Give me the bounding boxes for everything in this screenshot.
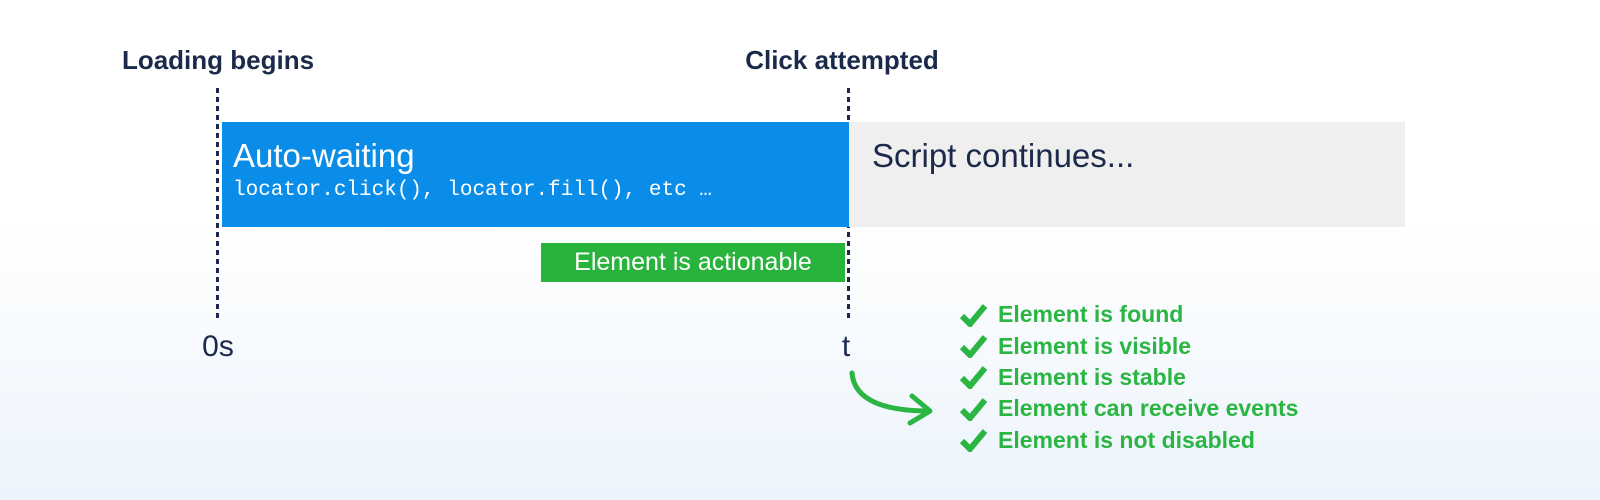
- list-item: Element is stable: [960, 362, 1298, 393]
- checklist-item-label: Element is stable: [998, 363, 1186, 390]
- click-attempted-label: Click attempted: [745, 45, 939, 75]
- check-icon: [960, 366, 987, 390]
- list-item: Element is found: [960, 299, 1298, 330]
- auto-waiting-title: Auto-waiting: [233, 137, 415, 174]
- list-item: Element can receive events: [960, 393, 1298, 424]
- checklist-item-label: Element can receive events: [998, 395, 1299, 422]
- list-item: Element is not disabled: [960, 425, 1298, 456]
- auto-waiting-bar: Auto-waiting locator.click(), locator.fi…: [222, 122, 849, 227]
- tick-label-t: t: [841, 330, 851, 363]
- checklist-item-label: Element is found: [998, 301, 1184, 328]
- loading-begins-label: Loading begins: [121, 45, 315, 75]
- list-item: Element is visible: [960, 330, 1298, 361]
- element-actionable-badge: Element is actionable: [541, 243, 845, 282]
- check-icon: [960, 303, 987, 327]
- curved-arrow-icon: [849, 370, 933, 426]
- check-icon: [960, 335, 987, 359]
- tick-label-0s: 0s: [202, 330, 234, 363]
- check-icon: [960, 397, 987, 421]
- timeline-start-marker-line: [216, 88, 219, 322]
- checklist-item-label: Element is not disabled: [998, 426, 1255, 453]
- script-continues-label: Script continues...: [872, 137, 1135, 174]
- auto-waiting-code-text: locator.click(), locator.fill(), etc …: [233, 179, 712, 202]
- checklist-item-label: Element is visible: [998, 332, 1192, 359]
- actionability-checklist: Element is found Element is visible Elem…: [960, 299, 1298, 456]
- script-continues-bar: Script continues...: [849, 122, 1405, 227]
- check-icon: [960, 429, 987, 453]
